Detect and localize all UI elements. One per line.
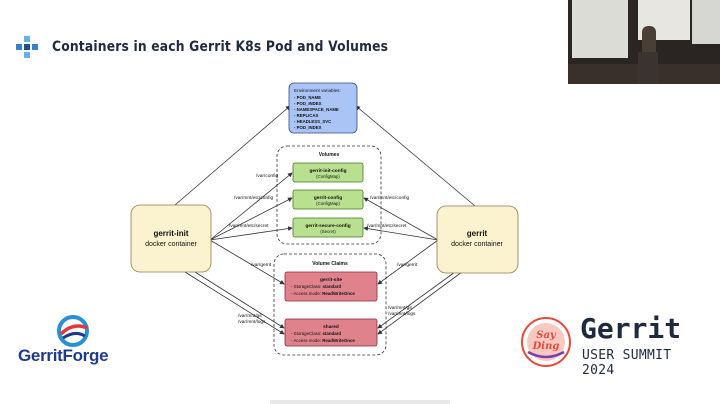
edge-init-gerrit (209, 239, 285, 285)
env-vars-header: Environment variables: (294, 88, 341, 93)
right-label-gerrit: /var/gerrit (397, 262, 418, 268)
edge-gerrit-etc-secret (363, 226, 439, 241)
gerrit-init-container (130, 204, 212, 273)
left-label-etc-config: /var/mnt/etc/config (234, 195, 274, 201)
edge-init-git (194, 271, 285, 329)
gerrit-init-subtitle: docker container (145, 241, 197, 248)
right-label-etc-config: /var/mnt/etc/config (370, 195, 410, 201)
speaker-camera-feed (568, 0, 720, 84)
env-var-item: - POD_NAME (294, 95, 321, 100)
gerritforge-logo: GerritForge (18, 314, 109, 366)
volumes-group-title: Volumes (319, 152, 340, 158)
right-label-git: /var/mnt/git (388, 305, 412, 311)
left-label-git: /var/mnt/git (238, 313, 262, 319)
left-label-gerrit: /var/gerrit (251, 262, 272, 268)
env-var-item: - HEADLESS_SVC (294, 119, 331, 124)
edge-init-etc-config (209, 197, 293, 241)
env-var-item: - REPLICAS (294, 113, 318, 118)
summit-badge-text-2: Ding (532, 341, 560, 352)
left-label-etc-secret: /var/mnt/etc/secret (229, 223, 269, 229)
volume-name: gerrit-config (314, 195, 342, 201)
env-var-item: - NAMESPACE_NAME (294, 107, 339, 112)
volumes-group (276, 145, 382, 245)
volume-claims-group-title: Volume Claims (312, 261, 348, 267)
left-label-logs: /var/mnt/logs (238, 319, 266, 325)
volume-type: (ConfigMap) (316, 174, 340, 179)
gerrit-subtitle: docker container (451, 241, 503, 248)
claim-storage-class: - StorageClass: standard (291, 284, 341, 289)
right-label-logs: /var/mnt/logs (388, 311, 416, 317)
volume-gerrit-secure-config (292, 217, 364, 238)
edge-gerrit-to-env (355, 105, 476, 207)
claim-name: shared (323, 324, 339, 330)
summit-name: Gerrit (580, 312, 682, 345)
edge-init-to-env (174, 105, 291, 206)
gerrit-user-summit-logo: Say Ding Gerrit USER SUMMIT 2024 (520, 312, 710, 378)
claim-access-mode: - Access mode: ReadWriteOnce (291, 291, 355, 296)
bottom-strip (270, 400, 450, 404)
gerritforge-wordmark: GerritForge (18, 346, 109, 365)
edge-gerrit-git (377, 271, 456, 329)
volume-type: (Secret) (320, 229, 336, 234)
left-label-config: /var/config (256, 173, 278, 179)
slide-title: Containers in each Gerrit K8s Pod and Vo… (52, 39, 389, 55)
claim-shared (284, 318, 378, 347)
summit-badge-text-1: Say (536, 330, 557, 341)
edge-gerrit-gerrit (377, 239, 439, 285)
claim-storage-class: - StorageClass: standard (291, 331, 341, 336)
edge-gerrit-logs (377, 271, 463, 335)
edge-gerrit-etc-config (363, 197, 439, 241)
gerrit-container (436, 205, 519, 274)
env-var-item: - POD_INDEX (294, 101, 322, 106)
volume-name: gerrit-secure-config (305, 223, 350, 229)
gerrit-init-name: gerrit-init (153, 229, 188, 238)
edge-init-config (209, 172, 293, 241)
summit-badge-icon: Say Ding (521, 317, 571, 367)
podium (638, 52, 658, 84)
env-vars-box (288, 82, 358, 134)
volume-gerrit-config (292, 189, 364, 210)
claim-gerrit-site (284, 271, 378, 302)
right-label-etc-secret: /var/mnt/etc/secret (367, 223, 407, 229)
gerrit-name: gerrit (467, 229, 488, 238)
slide-logo-icon (16, 36, 38, 58)
volume-claims-group (273, 253, 387, 356)
edge-init-etc-secret (209, 226, 293, 241)
edge-init-logs (184, 271, 285, 335)
summit-subtitle: USER SUMMIT 2024 (582, 348, 672, 378)
env-var-item: - POD_INDEX (294, 125, 322, 130)
volume-gerrit-init-config (292, 162, 364, 183)
volume-name: gerrit-init-config (309, 168, 346, 174)
claim-name: gerrit-site (320, 277, 342, 283)
speaker-figure (642, 26, 656, 56)
volume-type: (ConfigMap) (316, 201, 340, 206)
gerritforge-icon (57, 315, 89, 347)
claim-access-mode: - Access mode: ReadWriteOnce (291, 338, 355, 343)
